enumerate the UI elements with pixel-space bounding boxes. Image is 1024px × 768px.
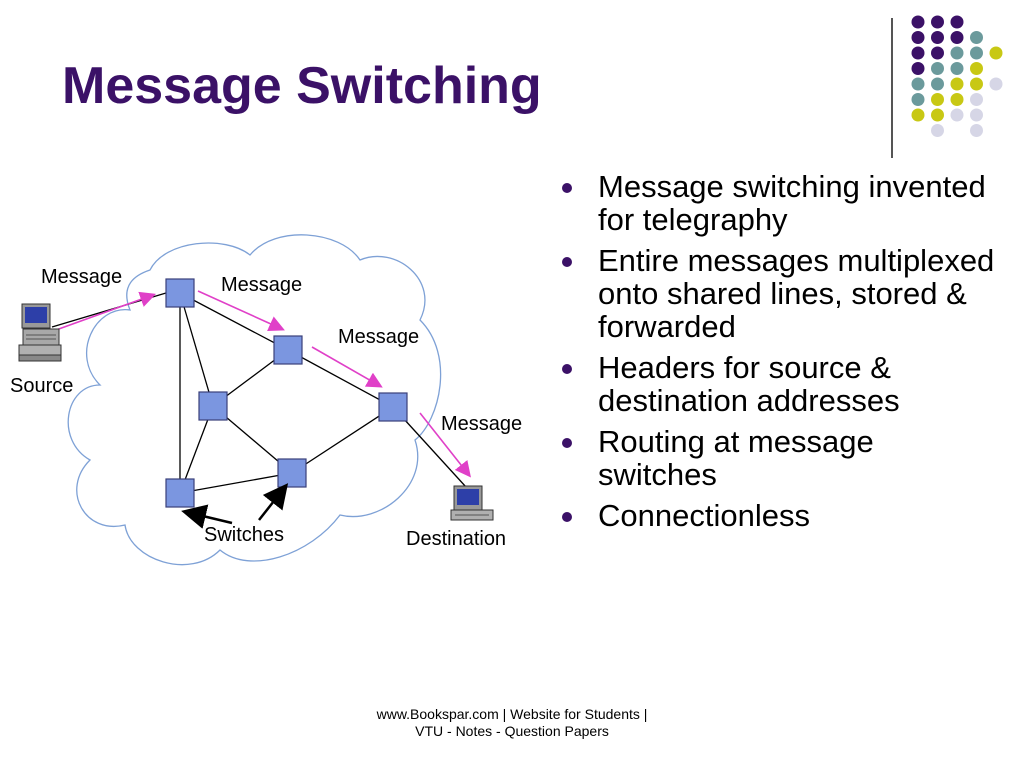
switch-node bbox=[165, 478, 195, 508]
vertical-divider bbox=[891, 18, 893, 158]
decorative-dot bbox=[931, 77, 944, 91]
switches-label: Switches bbox=[204, 524, 284, 546]
bullet-item: Connectionless bbox=[560, 499, 1000, 532]
decorative-dot bbox=[911, 77, 925, 91]
message-arrow bbox=[419, 412, 471, 478]
destination-label: Destination bbox=[406, 528, 506, 550]
message-arrow bbox=[311, 346, 383, 388]
decorative-dot bbox=[911, 93, 925, 106]
message-label: Message bbox=[338, 326, 419, 348]
decorative-dot bbox=[911, 62, 925, 75]
slide-footer: www.Bookspar.com | Website for Students … bbox=[312, 706, 712, 740]
pointer-arrow bbox=[181, 504, 233, 529]
link bbox=[179, 292, 289, 351]
bullet-dot-icon bbox=[562, 512, 572, 522]
link bbox=[287, 349, 394, 408]
bullet-item: Entire messages multiplexed onto shared … bbox=[560, 244, 1000, 343]
bullet-text: Message switching invented for telegraph… bbox=[598, 169, 986, 237]
bullet-item: Message switching invented for telegraph… bbox=[560, 170, 1000, 236]
decorative-dot bbox=[911, 15, 925, 29]
switch-node bbox=[273, 335, 303, 365]
bullet-item: Routing at message switches bbox=[560, 425, 1000, 491]
message-arrow bbox=[197, 290, 285, 332]
destination-computer-icon bbox=[450, 485, 494, 521]
decorative-dot bbox=[970, 93, 983, 106]
decorative-dot bbox=[970, 31, 983, 44]
footer-line-1: www.Bookspar.com | Website for Students … bbox=[376, 706, 648, 722]
decorative-dot bbox=[931, 46, 944, 60]
switch-node bbox=[165, 278, 195, 308]
decorative-dot bbox=[931, 62, 944, 75]
decorative-dot bbox=[989, 46, 1003, 60]
bullet-text: Connectionless bbox=[598, 498, 810, 533]
decorative-dot bbox=[931, 93, 944, 106]
switch-node bbox=[378, 392, 408, 422]
bullet-dot-icon bbox=[562, 257, 572, 267]
decorative-dot bbox=[931, 15, 944, 29]
decorative-dot bbox=[970, 46, 983, 60]
decorative-dot bbox=[931, 31, 944, 44]
decorative-dot bbox=[911, 108, 925, 122]
bullet-dot-icon bbox=[562, 183, 572, 193]
footer-line-2: VTU - Notes - Question Papers bbox=[415, 723, 609, 739]
decorative-dot bbox=[931, 124, 944, 137]
decorative-dot bbox=[950, 15, 964, 29]
switch-node bbox=[198, 391, 228, 421]
network-cloud bbox=[67, 234, 442, 566]
bullet-text: Headers for source & destination address… bbox=[598, 350, 900, 418]
link bbox=[291, 406, 394, 474]
switch-node bbox=[277, 458, 307, 488]
decorative-dot bbox=[950, 31, 964, 44]
decorative-dot bbox=[970, 124, 983, 137]
bullet-dot-icon bbox=[562, 364, 572, 374]
bullet-list: Message switching invented for telegraph… bbox=[560, 170, 1000, 540]
link bbox=[179, 292, 214, 407]
bullet-dot-icon bbox=[562, 438, 572, 448]
slide-title: Message Switching bbox=[62, 57, 542, 115]
decorative-dot bbox=[970, 62, 983, 75]
source-computer-icon bbox=[18, 303, 62, 362]
decorative-dot bbox=[970, 77, 983, 91]
bullet-text: Routing at message switches bbox=[598, 424, 874, 492]
link bbox=[179, 472, 293, 494]
decorative-dot bbox=[989, 77, 1003, 91]
message-label: Message bbox=[41, 266, 122, 288]
decorative-dot-grid bbox=[911, 15, 1003, 137]
bullet-text: Entire messages multiplexed onto shared … bbox=[598, 243, 995, 344]
message-label: Message bbox=[441, 413, 522, 435]
source-label: Source bbox=[10, 375, 73, 397]
decorative-dot bbox=[950, 93, 964, 106]
decorative-dot bbox=[950, 108, 964, 122]
decorative-dot bbox=[911, 31, 925, 44]
decorative-dot bbox=[970, 108, 983, 122]
network-diagram: Message Message Message Message Source D… bbox=[10, 234, 522, 566]
decorative-dot bbox=[950, 46, 964, 60]
bullet-item: Headers for source & destination address… bbox=[560, 351, 1000, 417]
decorative-dot bbox=[931, 108, 944, 122]
pointer-arrow bbox=[258, 483, 289, 521]
decorative-dot bbox=[950, 62, 964, 75]
message-arrow bbox=[55, 291, 157, 331]
decorative-dot bbox=[911, 46, 925, 60]
decorative-dot bbox=[950, 77, 964, 91]
message-label: Message bbox=[221, 274, 302, 296]
